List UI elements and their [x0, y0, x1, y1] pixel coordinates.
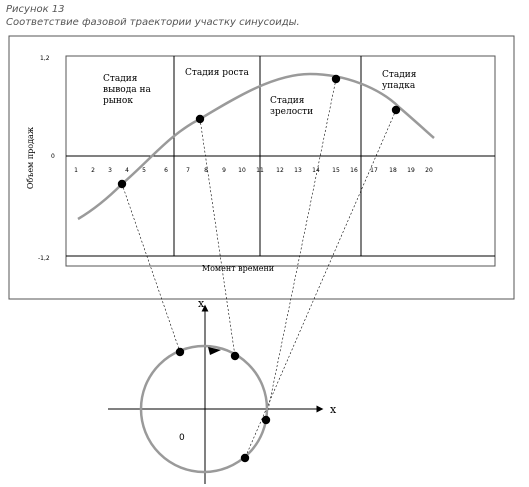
- phase-y-label: x: [198, 297, 205, 310]
- outer-frame: [8, 35, 515, 300]
- x-tick-label: 20: [425, 167, 433, 174]
- x-tick-label: 1: [74, 167, 78, 174]
- phase-point: [240, 453, 250, 463]
- x-tick-label: 17: [370, 167, 378, 174]
- trajectory-direction-arrow: [208, 347, 221, 355]
- x-tick-label: 9: [222, 167, 226, 174]
- phase-point: [175, 347, 185, 357]
- phase-origin-label: 0: [179, 433, 185, 443]
- x-tick-label: 3: [108, 167, 112, 174]
- x-tick-label: 12: [276, 167, 284, 174]
- x-tick-label: 6: [164, 167, 168, 174]
- curve-point: [195, 114, 205, 124]
- figure-label: Рисунок 13: [6, 4, 65, 15]
- correspondence-lines: [121, 78, 397, 459]
- stage-label-line: Стадия: [103, 74, 138, 84]
- dashed-link: [121, 183, 181, 353]
- x-tick-label: 4: [125, 167, 129, 174]
- dashed-link: [244, 109, 397, 459]
- phase-trajectory-circle: [139, 344, 269, 474]
- stage-label-line: вывода на: [103, 85, 151, 95]
- stage-label-line: упадка: [382, 81, 416, 91]
- x-tick-label: 7: [186, 167, 190, 174]
- stage-label-maturity: Стадия зрелости: [270, 96, 313, 117]
- dashed-link: [265, 78, 337, 421]
- plot-area: [65, 55, 496, 267]
- x-tick-label: 13: [294, 167, 302, 174]
- x-axis-label: Момент времени: [202, 264, 274, 273]
- x-tick-label: 11: [256, 167, 264, 174]
- x-tick-label: 10: [238, 167, 246, 174]
- curve-point: [391, 105, 401, 115]
- stage-label-line: зрелости: [270, 107, 313, 117]
- stage-label-line: Стадия: [382, 70, 417, 80]
- x-tick-label: 19: [407, 167, 415, 174]
- x-tick-label: 5: [142, 167, 146, 174]
- y-tick-zero: 0: [51, 153, 55, 160]
- x-tick-label: 8: [204, 167, 208, 174]
- stage-label-line: Стадия роста: [185, 68, 250, 78]
- x-tick-label: 16: [350, 167, 358, 174]
- phase-point: [261, 415, 271, 425]
- y-tick-top: 1,2: [40, 55, 50, 62]
- stage-label-introduction: Стадия вывода на рынок: [103, 74, 154, 106]
- curve-point: [117, 179, 127, 189]
- phase-point: [230, 351, 240, 361]
- stage-label-decline: Стадия упадка: [382, 70, 419, 91]
- phase-x-label: x: [330, 403, 337, 416]
- x-tick-label: 15: [332, 167, 340, 174]
- x-tick-label: 2: [91, 167, 95, 174]
- stage-label-line: рынок: [103, 96, 133, 106]
- curve-point: [331, 74, 341, 84]
- y-axis-label: Объем продаж: [26, 126, 35, 189]
- stage-label-growth: Стадия роста: [185, 68, 250, 78]
- figure-title: Соответствие фазовой траектории участку …: [6, 17, 300, 28]
- x-tick-label: 18: [389, 167, 397, 174]
- stage-label-line: Стадия: [270, 96, 305, 106]
- x-tick-labels: 1 2 3 4 5 6 7 8 9 10 11 12 13 14 15 16 1…: [74, 167, 433, 174]
- y-tick-bottom: -1,2: [38, 255, 50, 262]
- x-tick-label: 14: [312, 167, 320, 174]
